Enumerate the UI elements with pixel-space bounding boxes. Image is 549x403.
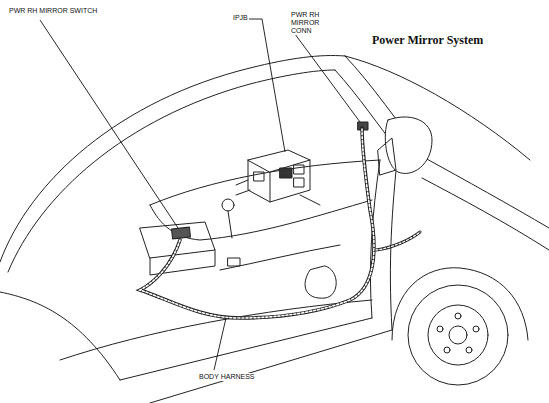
rocker-panel (150, 330, 392, 403)
part-label: PWR RH MIRROR CONN (290, 11, 338, 35)
part-label: BODY HARNESS (198, 373, 256, 381)
part-label: IPJB (232, 14, 249, 22)
dashboard-face (150, 200, 372, 240)
diagram-title: Power Mirror System (372, 33, 483, 48)
hinge-pillar (390, 150, 398, 330)
harness-leader (214, 318, 226, 370)
fender-line (422, 178, 549, 250)
power-mirror (385, 117, 432, 174)
ipjb-leader (249, 19, 285, 152)
windshield-glass (345, 56, 530, 160)
mirror-base (378, 138, 396, 175)
door-handle (228, 258, 240, 266)
sill-line (120, 318, 372, 380)
body-harness (140, 128, 420, 318)
shift-knob (222, 199, 234, 211)
rim (428, 305, 488, 365)
lug-holes (437, 313, 479, 353)
part-label: PWR RH MIRROR SWITCH (8, 7, 98, 15)
b-pillar (0, 292, 120, 380)
hood-line (425, 158, 549, 228)
speaker-grille (305, 266, 336, 298)
switch-leader (40, 20, 178, 228)
hub (449, 326, 467, 344)
console-side (150, 250, 215, 275)
mirror-switch (172, 227, 191, 239)
trim-panel (220, 245, 340, 270)
tire (408, 285, 508, 385)
ipjb-box (236, 150, 320, 205)
conn-leader (292, 30, 360, 122)
roof-line (0, 56, 345, 263)
roof-inner-line (8, 70, 335, 272)
shift-lever (228, 211, 232, 238)
